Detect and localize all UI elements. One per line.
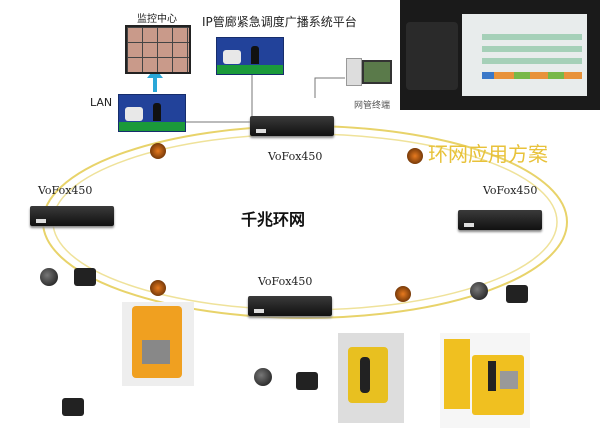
- router-top: [250, 116, 334, 136]
- camera-icon: [40, 268, 58, 286]
- lan-label: LAN: [90, 96, 113, 109]
- device-label-left: VoFox450: [38, 184, 93, 197]
- lan-desk: [118, 94, 186, 132]
- platform-title: IP管廊紧急调度广播系统平台: [202, 15, 357, 29]
- fiber-connector-icon: [395, 286, 411, 302]
- fiber-connector-icon: [150, 280, 166, 296]
- ip-phone-icon: [74, 268, 96, 286]
- router-bottom: [248, 296, 332, 316]
- dispatch-desk: [216, 37, 284, 75]
- monitor-center-label: 监控中心: [137, 14, 177, 25]
- device-label-top: VoFox450: [268, 150, 323, 163]
- camera-icon: [254, 368, 272, 386]
- fiber-connector-icon: [150, 143, 166, 159]
- router-left: [30, 206, 114, 226]
- video-wall: [125, 25, 191, 74]
- wall-phone-photo: [338, 333, 404, 423]
- ip-phone-icon: [62, 398, 84, 416]
- pc-tower-icon: [346, 58, 362, 86]
- router-right: [458, 210, 542, 230]
- ring-name: 千兆环网: [241, 210, 306, 229]
- desk-phone-icon: [406, 22, 458, 90]
- console-photo: [400, 0, 600, 110]
- camera-icon: [470, 282, 488, 300]
- emergency-phone-photo: [122, 302, 194, 386]
- device-label-bottom: VoFox450: [258, 275, 313, 288]
- fiber-connector-icon: [407, 148, 423, 164]
- ip-phone-icon: [506, 285, 528, 303]
- nms-terminal-label: 网管终端: [354, 101, 391, 111]
- console-screen: [462, 14, 587, 96]
- industrial-phone-photo: [440, 333, 530, 428]
- pc-monitor-icon: [362, 60, 392, 84]
- device-label-right: VoFox450: [483, 184, 538, 197]
- ip-phone-icon: [296, 372, 318, 390]
- solution-title: 环网应用方案: [428, 142, 548, 166]
